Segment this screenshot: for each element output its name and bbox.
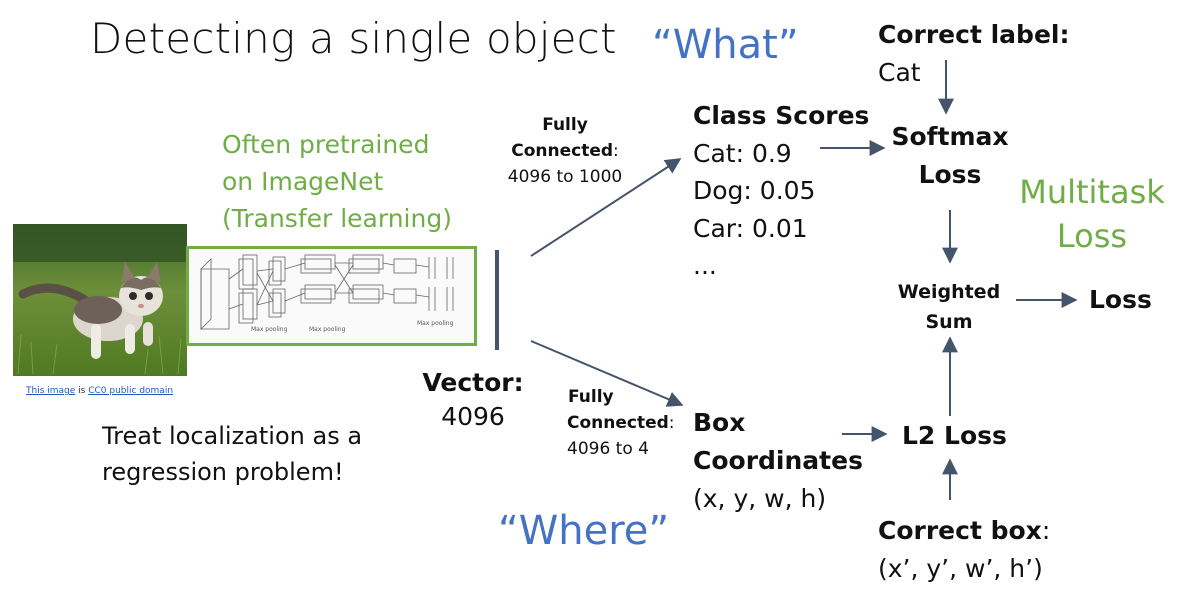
class-score-car: Car: 0.01	[693, 213, 808, 243]
vector-size: 4096	[441, 402, 505, 431]
fc-top-line-2: Connected	[511, 141, 614, 161]
class-scores-heading: Class Scores	[693, 101, 870, 130]
softmax-line-1: Softmax	[891, 122, 1009, 151]
softmax-loss: Softmax Loss	[885, 118, 1015, 194]
pretrained-line-1: Often pretrained	[222, 130, 430, 159]
softmax-line-2: Loss	[918, 160, 982, 189]
l2-loss: L2 Loss	[902, 421, 1007, 450]
class-score-ellipsis: ...	[693, 251, 717, 280]
weighted-sum: Weighted Sum	[889, 277, 1009, 337]
fc-bottom-line-1: Fully	[568, 387, 614, 407]
cat-photo-drawing	[13, 224, 187, 376]
class-scores: Class Scores Cat: 0.9 Dog: 0.05 Car: 0.0…	[693, 97, 869, 285]
class-score-dog: Dog: 0.05	[693, 176, 816, 205]
fc-top-line-1: Fully	[542, 115, 588, 135]
weighted-sum-line-1: Weighted	[897, 281, 1001, 303]
localization-line-1: Treat localization as a	[102, 422, 363, 450]
correct-label-heading: Correct label:	[878, 20, 1070, 49]
box-coords-line-2: Coordinates	[693, 446, 863, 475]
correct-box-colon: :	[1041, 516, 1051, 545]
slide-title: Detecting a single object	[90, 14, 617, 63]
arrow-to-box-coordinates	[530, 340, 684, 407]
cnn-label-0: Max pooling	[251, 326, 288, 333]
fc-top-line-3: 4096 to 1000	[507, 167, 623, 187]
cnn-architecture-diagram: Max pooling Max pooling Max pooling	[200, 254, 454, 333]
localization-line-2: regression problem!	[102, 458, 344, 486]
fc-bottom-line-3: 4096 to 4	[567, 439, 649, 459]
weighted-sum-line-2: Sum	[925, 311, 973, 333]
image-link[interactable]: This image	[26, 386, 76, 396]
correct-box: Correct box: (x’, y’, w’, h’)	[878, 512, 1050, 588]
correct-box-heading: Correct box	[878, 516, 1042, 545]
final-loss: Loss	[1089, 285, 1152, 314]
multitask-line-1: Multitask	[1019, 173, 1165, 211]
vector-label: Vector:	[422, 368, 524, 397]
pretrained-line-3: (Transfer learning)	[222, 204, 452, 233]
multitask-loss: Multitask Loss	[1012, 170, 1172, 258]
arrow-to-class-scores	[530, 158, 682, 257]
where-label: “Where”	[498, 508, 670, 554]
correct-label-value: Cat	[878, 58, 921, 87]
multitask-line-2: Loss	[1056, 217, 1128, 255]
localization-note: Treat localization as a regression probl…	[102, 418, 362, 490]
box-coordinates: Box Coordinates (x, y, w, h)	[693, 404, 863, 518]
box-coords-line-3: (x, y, w, h)	[693, 484, 827, 513]
pretrained-line-2: on ImageNet	[222, 167, 384, 196]
fc-top-colon: :	[613, 141, 619, 161]
cnn-label-1: Max pooling	[309, 326, 346, 333]
cnn-label-2: Max pooling	[417, 320, 454, 327]
class-score-cat: Cat: 0.9	[693, 138, 792, 168]
box-coords-line-1: Box	[693, 408, 746, 437]
credit-mid: is	[75, 386, 89, 396]
pretrained-note: Often pretrained on ImageNet (Transfer l…	[222, 126, 452, 237]
license-link[interactable]: CC0 public domain	[88, 386, 174, 396]
cnn-architecture-box: Max pooling Max pooling Max pooling	[186, 246, 477, 346]
vector-node: Vector: 4096	[420, 366, 526, 434]
what-label: “What”	[652, 22, 799, 68]
fc-bottom-colon: :	[668, 413, 675, 433]
image-credit: This image is CC0 public domain	[26, 386, 173, 396]
cat-photo	[13, 224, 187, 376]
correct-box-value: (x’, y’, w’, h’)	[878, 554, 1043, 583]
fc-top: Fully Connected: 4096 to 1000	[500, 112, 630, 190]
fc-bottom-line-2: Connected	[567, 413, 669, 433]
fc-bottom: Fully Connected: 4096 to 4	[560, 384, 685, 462]
correct-label: Correct label: Cat	[878, 16, 1069, 92]
